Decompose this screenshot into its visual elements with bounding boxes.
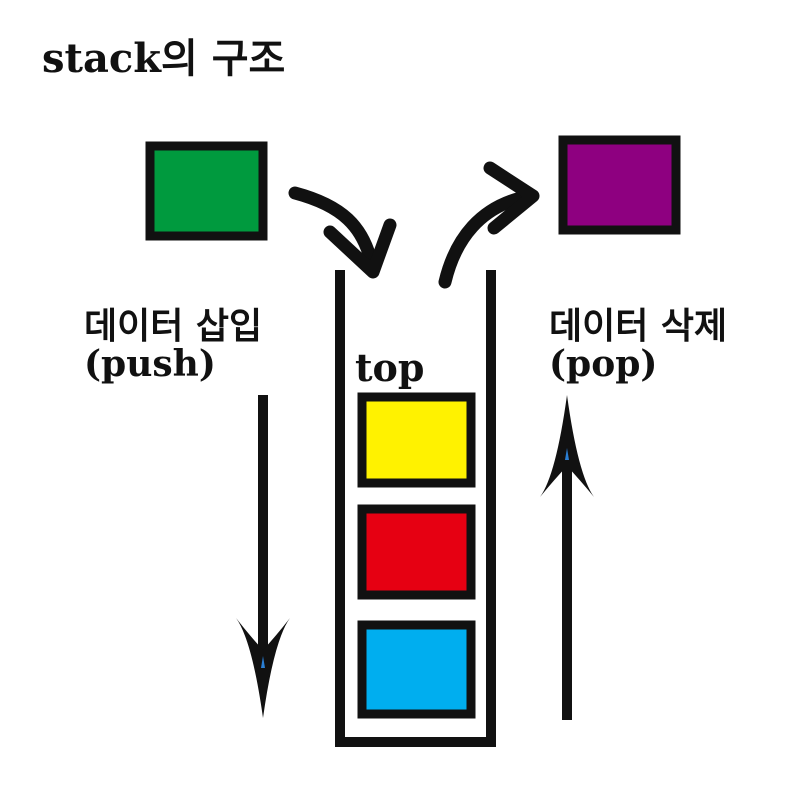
push-down-arrow-highlight — [261, 656, 265, 668]
stack-block-top — [357, 392, 476, 488]
push-label: 데이터 삽입 — [84, 306, 262, 347]
push-curved-arrow — [288, 186, 380, 277]
pop-block — [558, 135, 681, 235]
top-label: top — [355, 345, 424, 390]
push-curved-arrow-head — [323, 218, 397, 279]
pop-curved-arrow-head — [483, 161, 540, 235]
push-block — [145, 141, 268, 241]
pop-sub-label: (pop) — [549, 343, 657, 385]
pop-curved-arrow — [438, 189, 537, 289]
stack-block-middle — [357, 504, 476, 600]
pop-up-arrow-head — [540, 395, 594, 497]
stack-block-bottom — [357, 620, 476, 719]
push-sub-label: (push) — [84, 343, 216, 385]
stack-container — [335, 270, 496, 747]
pop-label: 데이터 삭제 — [549, 306, 727, 347]
pop-up-arrow-highlight — [565, 448, 569, 460]
diagram-title: stack의 구조 — [42, 35, 285, 82]
